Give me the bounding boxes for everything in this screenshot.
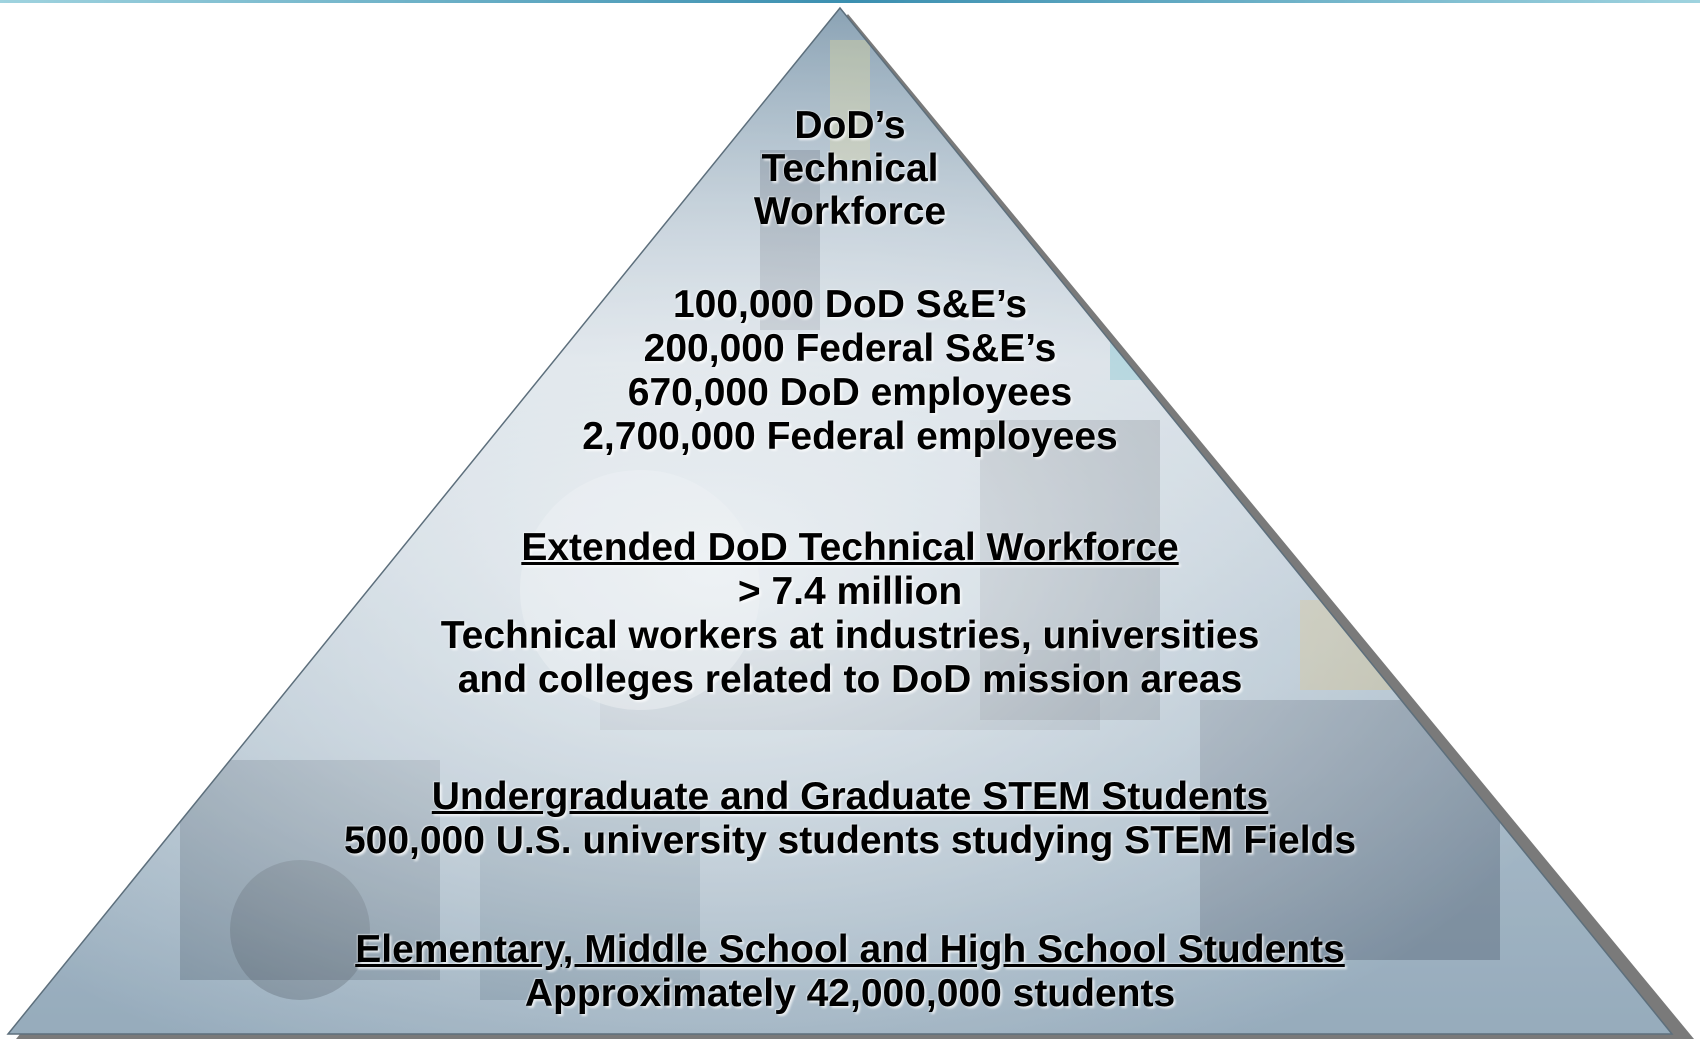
tier-technical-workforce-line: Workforce bbox=[753, 190, 947, 233]
tier-extended-line: Technical workers at industries, univers… bbox=[440, 614, 1260, 657]
tier-federal-line: 100,000 DoD S&E’s bbox=[672, 283, 1028, 326]
tier-extended-line: > 7.4 million bbox=[737, 570, 963, 613]
tier-university: Undergraduate and Graduate STEM Students… bbox=[200, 775, 1500, 863]
tier-extended-heading: Extended DoD Technical Workforce bbox=[521, 526, 1179, 569]
tier-university-line: 500,000 U.S. university students studyin… bbox=[343, 819, 1357, 862]
tier-k12: Elementary, Middle School and High Schoo… bbox=[200, 928, 1500, 1016]
tier-k12-line: Approximately 42,000,000 students bbox=[524, 972, 1176, 1015]
tier-university-heading: Undergraduate and Graduate STEM Students bbox=[431, 775, 1269, 818]
tier-technical-workforce-line: Technical bbox=[761, 147, 939, 190]
pyramid-outline bbox=[6, 6, 1674, 1035]
tier-federal: 100,000 DoD S&E’s 200,000 Federal S&E’s … bbox=[200, 283, 1500, 459]
tier-federal-line: 2,700,000 Federal employees bbox=[582, 415, 1118, 458]
tier-extended: Extended DoD Technical Workforce > 7.4 m… bbox=[200, 526, 1500, 702]
tier-technical-workforce: DoD’s Technical Workforce bbox=[200, 104, 1500, 233]
top-rule bbox=[0, 0, 1700, 3]
tier-k12-heading: Elementary, Middle School and High Schoo… bbox=[355, 928, 1345, 971]
tier-technical-workforce-line: DoD’s bbox=[794, 104, 906, 147]
tier-federal-line: 200,000 Federal S&E’s bbox=[643, 327, 1057, 370]
tier-extended-line: and colleges related to DoD mission area… bbox=[457, 658, 1243, 701]
tier-federal-line: 670,000 DoD employees bbox=[627, 371, 1073, 414]
